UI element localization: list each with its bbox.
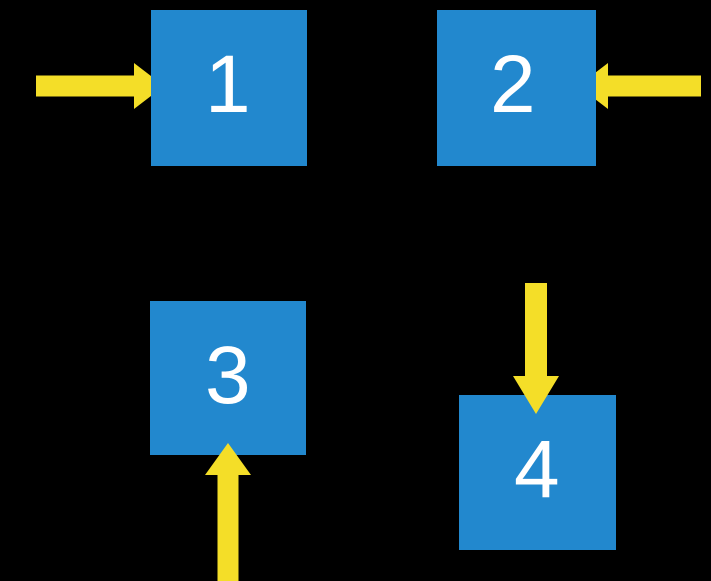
arrow-into-node-2 <box>578 63 701 109</box>
arrow-into-node-1 <box>36 63 164 109</box>
node-box-2[interactable] <box>437 10 596 166</box>
node-label-1: 1 <box>205 39 251 130</box>
node-box-4[interactable] <box>459 395 616 550</box>
node-box-3[interactable] <box>150 301 306 455</box>
arrow-into-node-4 <box>513 283 559 414</box>
node-label-3: 3 <box>205 330 251 421</box>
node-label-4: 4 <box>514 424 560 515</box>
arrow-into-node-3 <box>205 443 251 581</box>
node-label-2: 2 <box>490 39 536 130</box>
node-box-1[interactable] <box>151 10 307 166</box>
